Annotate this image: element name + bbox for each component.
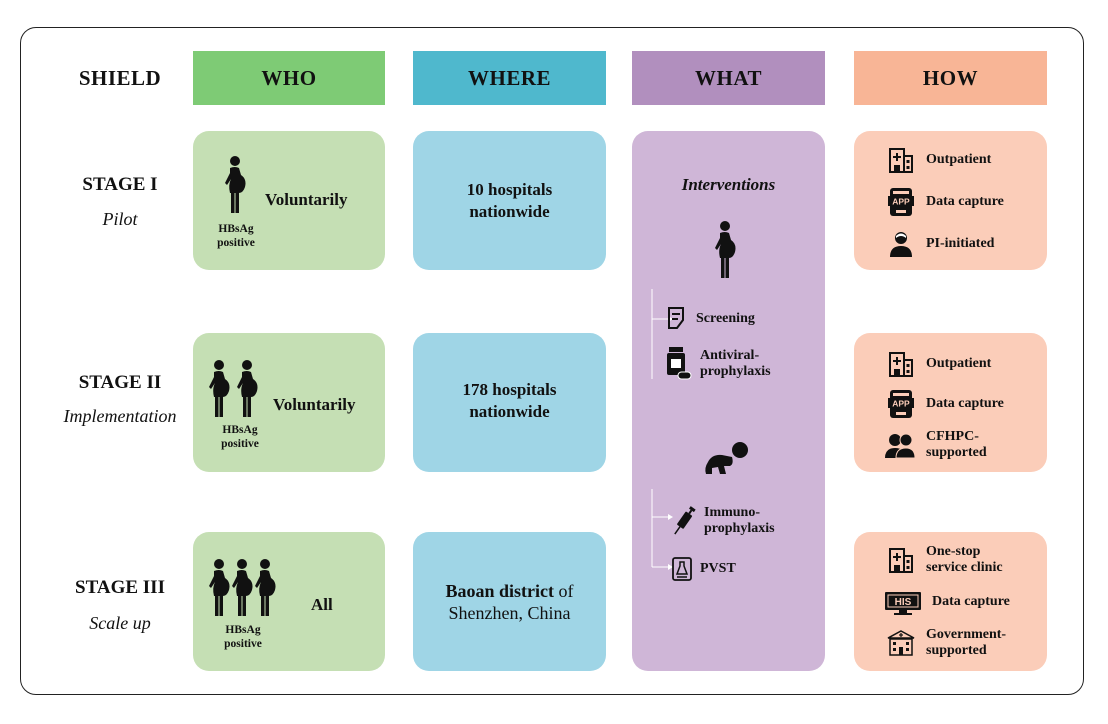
screening-icon	[668, 307, 684, 329]
who-stage-2-label: Voluntarily	[273, 395, 356, 414]
immunoprophylaxis-item: Immuno-prophylaxis	[672, 503, 775, 539]
how-outpatient: Outpatient	[886, 145, 991, 175]
stage-2-subtitle: Implementation	[63, 406, 177, 426]
his-icon: HIS	[885, 592, 921, 615]
interventions-title: Interventions	[681, 175, 776, 194]
diagram-frame	[20, 27, 1084, 695]
header-how: HOW	[854, 51, 1047, 105]
infant-icon	[705, 442, 748, 474]
antiviral-item: Antiviral-prophylaxis	[666, 347, 771, 381]
header-shield: SHIELD	[78, 65, 162, 90]
app-icon: APP	[888, 390, 914, 418]
who-stage-3-label: All	[311, 595, 333, 614]
medication-icon	[667, 347, 692, 380]
pvst-icon	[672, 557, 692, 581]
how-stage-1-box: Outpatient APP Data capture PI-initiated	[854, 131, 1047, 270]
government-icon	[886, 629, 916, 657]
how-pi-initiated: PI-initiated	[886, 229, 994, 259]
app-icon: APP	[888, 188, 914, 216]
hospital-icon	[887, 350, 915, 378]
pregnant-woman-icon	[253, 558, 279, 618]
stage-3-title: STAGE III	[75, 577, 165, 598]
how-cfhpc-supported: CFHPC-supported	[884, 429, 987, 461]
pregnant-woman-icon	[235, 359, 261, 419]
how-outpatient: Outpatient	[886, 349, 991, 379]
hospital-icon	[887, 546, 915, 574]
his-badge-text: HIS	[895, 597, 912, 608]
pregnant-woman-icon	[223, 155, 249, 215]
stage-3-subtitle: Scale up	[89, 613, 151, 633]
pregnant-woman-icon	[207, 359, 233, 419]
how-government-supported: Government-supported	[886, 627, 1006, 659]
app-badge-text: APP	[892, 399, 910, 409]
pregnant-woman-icon	[713, 220, 739, 280]
screening-item: Screening	[666, 306, 755, 332]
group-icon	[884, 431, 916, 459]
how-data-capture: APP Data capture	[886, 187, 1004, 217]
person-icon	[887, 230, 915, 258]
how-stage-2-box: Outpatient APP Data capture CFHPC-suppor…	[854, 333, 1047, 472]
hospital-icon	[887, 146, 915, 174]
pvst-item: PVST	[672, 557, 736, 581]
how-his-data-capture: HIS Data capture	[884, 587, 1010, 617]
tree-connector	[651, 489, 673, 570]
app-badge-text: APP	[892, 197, 910, 207]
who-stage-1-label: Voluntarily	[265, 190, 348, 209]
how-data-capture: APP Data capture	[886, 389, 1004, 419]
header-who: WHO	[193, 51, 385, 105]
stage-2-title: STAGE II	[78, 372, 162, 393]
stage-1-title: STAGE I	[82, 174, 158, 195]
header-where: WHERE	[413, 51, 606, 105]
syringe-icon	[674, 506, 696, 535]
header-what: WHAT	[632, 51, 825, 105]
stage-1-subtitle: Pilot	[102, 209, 138, 229]
what-interventions-box: Interventions Screening Antiviral-prophy…	[632, 131, 825, 671]
